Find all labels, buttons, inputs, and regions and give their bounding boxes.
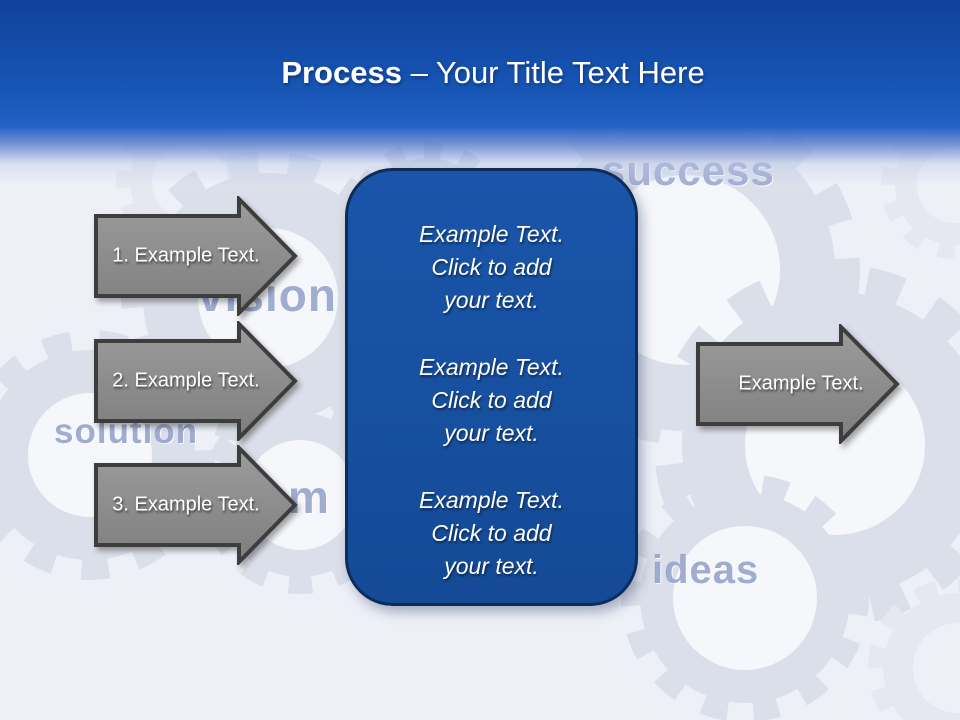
background-word-teamwork-partial: m <box>288 471 330 523</box>
page-title[interactable]: Process – Your Title Text Here <box>0 54 960 92</box>
gear-ideas <box>621 474 869 720</box>
panel-line: Click to add <box>431 254 552 280</box>
panel-line: Click to add <box>431 520 552 546</box>
gear-ring <box>883 593 960 720</box>
arrow-label: 1. Example Text. <box>112 244 260 267</box>
panel-paragraph-3: Example Text. Click to add your text. <box>348 484 635 583</box>
gear-top-right-faint <box>881 111 960 259</box>
process-arrow-output[interactable]: Example Text. <box>696 324 901 444</box>
panel-line: Click to add <box>431 387 552 413</box>
panel-line: Example Text. <box>419 354 564 380</box>
process-arrow-1[interactable]: 1. Example Text. <box>94 196 299 316</box>
arrow-shape-icon <box>94 196 298 316</box>
arrow-shape-icon <box>696 324 900 444</box>
title-rest: – Your Title Text Here <box>410 55 705 90</box>
process-arrow-3[interactable]: 3. Example Text. <box>94 445 299 565</box>
gear-teeth <box>621 474 869 720</box>
gear-ring <box>0 350 195 560</box>
panel-line: your text. <box>444 420 539 446</box>
gear-teeth <box>0 330 215 580</box>
gear-hole <box>672 525 818 671</box>
arrow-label: 2. Example Text. <box>112 369 260 392</box>
arrow-shape-icon <box>94 445 298 565</box>
center-panel[interactable]: Example Text. Click to add your text. Ex… <box>345 168 638 606</box>
panel-line: Example Text. <box>419 487 564 513</box>
gear-bottom-right-faint <box>868 578 960 720</box>
panel-line: Example Text. <box>419 221 564 247</box>
panel-paragraph-2: Example Text. Click to add your text. <box>348 351 635 450</box>
arrow-label: Example Text. <box>738 372 864 395</box>
arrow-label: 3. Example Text. <box>112 493 260 516</box>
panel-line: your text. <box>444 287 539 313</box>
gear-ring <box>640 493 850 703</box>
panel-paragraph-1: Example Text. Click to add your text. <box>348 218 635 317</box>
panel-line: your text. <box>444 553 539 579</box>
arrow-shape-icon <box>94 321 298 441</box>
title-keyword: Process <box>281 55 402 90</box>
background-word-ideas: ideas <box>652 548 760 592</box>
gear-ring <box>895 125 960 245</box>
process-arrow-2[interactable]: 2. Example Text. <box>94 321 299 441</box>
